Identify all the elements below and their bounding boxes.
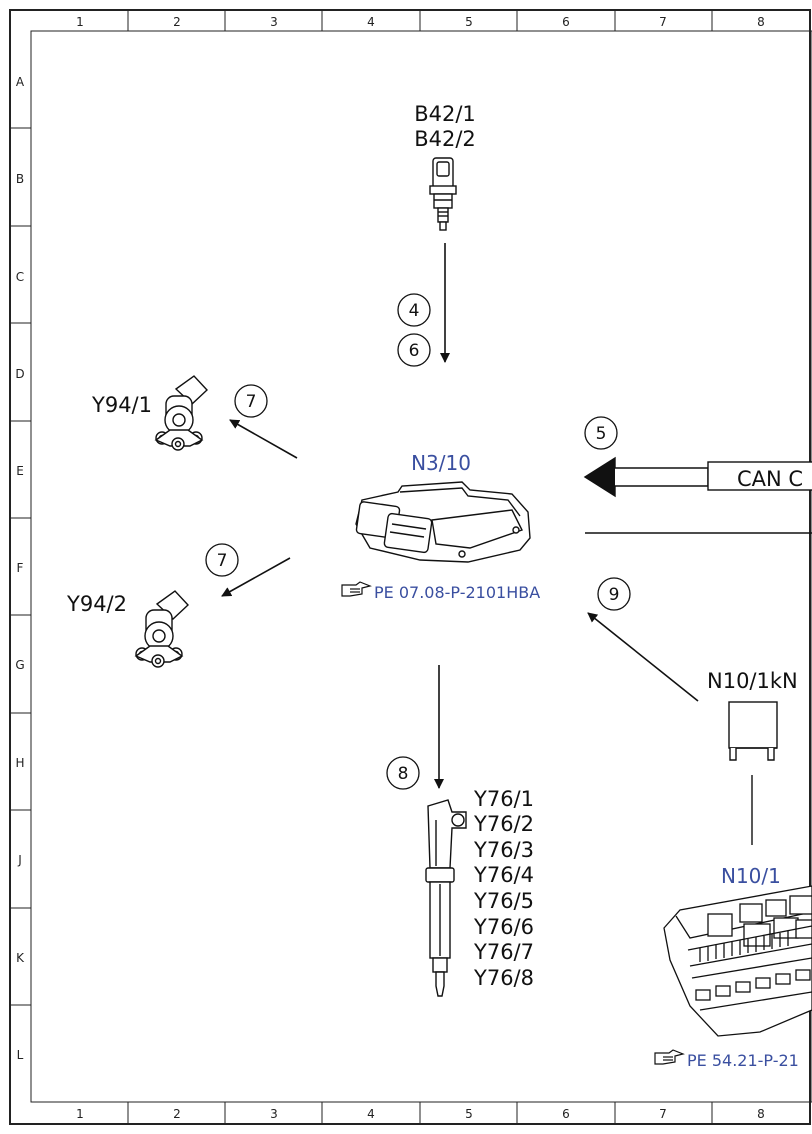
injector-label: Y76/8 [473, 966, 534, 990]
row-label: K [16, 951, 25, 965]
valve-1-label: Y94/1 [91, 393, 152, 417]
ecu-label: N3/10 [411, 451, 471, 475]
sam-reference-link[interactable]: PE 54.21-P-21 [687, 1051, 799, 1070]
ecu-module-icon [355, 481, 531, 563]
pointing-hand-icon [341, 581, 372, 597]
col-label: 5 [465, 15, 473, 29]
relay-label: N10/1kN [707, 669, 798, 693]
injector-labels: Y76/1 Y76/2 Y76/3 Y76/4 Y76/5 Y76/6 Y76/… [473, 787, 534, 990]
column-dividers [127, 10, 713, 1124]
col-label: 8 [757, 15, 765, 29]
ecu-reference[interactable]: PE 07.08-P-2101HBA [341, 581, 540, 602]
col-label: 2 [173, 15, 181, 29]
col-label: 1 [76, 1107, 84, 1121]
injector-label: Y76/2 [473, 812, 534, 836]
pressure-sensor-icon [429, 157, 457, 231]
row-label: L [17, 1048, 24, 1062]
sam-label: N10/1 [721, 864, 781, 888]
callout-8: 8 [386, 756, 420, 790]
column-labels-bottom: 1 2 3 4 5 6 7 8 [76, 1107, 765, 1121]
row-label: D [15, 367, 24, 381]
injector-label: Y76/3 [473, 838, 534, 862]
row-label: H [15, 756, 24, 770]
col-label: 7 [659, 1107, 667, 1121]
svg-text:9: 9 [609, 585, 620, 605]
injector-label: Y76/5 [473, 889, 534, 913]
drawing-frame [9, 9, 812, 1125]
injector-label: Y76/1 [473, 787, 534, 811]
callout-9: 9 [597, 577, 631, 611]
valve-2-icon [134, 590, 189, 668]
svg-text:5: 5 [596, 424, 607, 444]
column-labels-top: 1 2 3 4 5 6 7 8 [76, 15, 765, 29]
row-label: B [16, 172, 24, 186]
col-label: 4 [367, 15, 375, 29]
sam-reference[interactable]: PE 54.21-P-21 [654, 1049, 799, 1070]
arrow-relay-to-ecu [587, 612, 699, 702]
relay-icon [728, 701, 778, 761]
svg-text:7: 7 [246, 392, 257, 412]
col-label: 7 [659, 15, 667, 29]
col-label: 2 [173, 1107, 181, 1121]
callout-7-upper: 7 [234, 384, 268, 418]
sam-module-icon [663, 885, 812, 1037]
row-label: C [16, 270, 24, 284]
row-label: E [16, 464, 24, 478]
ecu-reference-link[interactable]: PE 07.08-P-2101HBA [374, 583, 540, 602]
svg-text:7: 7 [217, 551, 228, 571]
can-label: CAN C [737, 467, 803, 491]
col-label: 6 [562, 1107, 570, 1121]
valve-2-label: Y94/2 [66, 592, 127, 616]
injector-label: Y76/6 [473, 915, 534, 939]
injector-label: Y76/7 [473, 940, 534, 964]
valve-1-icon [154, 375, 208, 451]
callout-4: 4 [397, 293, 431, 327]
col-label: 4 [367, 1107, 375, 1121]
row-dividers [10, 127, 31, 1006]
row-label: G [15, 658, 24, 672]
callout-6: 6 [397, 333, 431, 367]
arrow-ecu-to-valve-2 [221, 557, 291, 597]
row-labels: A B C D E F G H J K L [15, 75, 25, 1062]
can-box [707, 461, 812, 491]
row-label: J [17, 853, 22, 867]
arrow-ecu-to-valve-1 [229, 419, 298, 459]
svg-text:6: 6 [409, 341, 420, 361]
can-bus-arrow [583, 456, 709, 498]
row-label: F [17, 561, 24, 575]
sensor-label-1: B42/1 [414, 102, 476, 126]
callout-5: 5 [584, 416, 618, 450]
col-label: 1 [76, 15, 84, 29]
col-label: 8 [757, 1107, 765, 1121]
callout-7-lower: 7 [205, 543, 239, 577]
injector-icon [425, 799, 467, 997]
row-label: A [16, 75, 25, 89]
injector-label: Y76/4 [473, 863, 534, 887]
sensor-label-2: B42/2 [414, 127, 476, 151]
col-label: 6 [562, 15, 570, 29]
pointing-hand-icon [654, 1049, 685, 1065]
svg-text:8: 8 [398, 764, 409, 784]
col-label: 3 [270, 1107, 278, 1121]
col-label: 5 [465, 1107, 473, 1121]
col-label: 3 [270, 15, 278, 29]
svg-text:4: 4 [409, 301, 420, 321]
